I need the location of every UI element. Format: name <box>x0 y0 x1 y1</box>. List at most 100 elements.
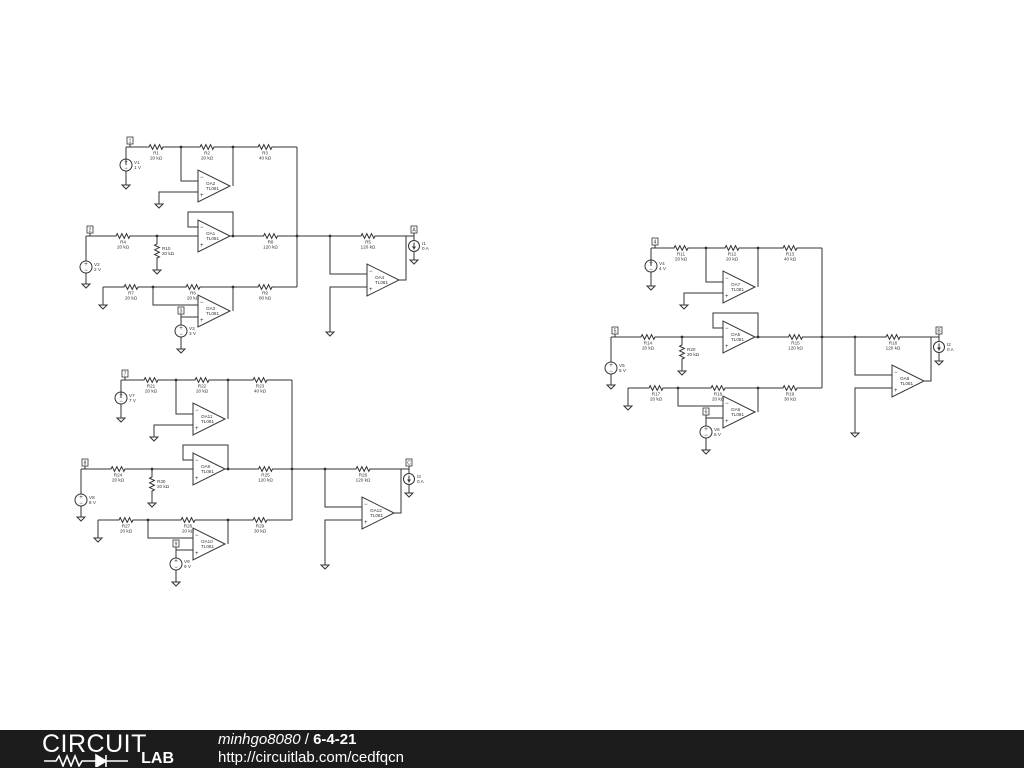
opamp-minus: − <box>200 300 204 306</box>
resistor-zigzag <box>153 236 161 266</box>
circuit-meta: minhgo8080 / 6-4-21 <box>218 731 356 749</box>
ground-symbol <box>645 282 657 291</box>
resistor-name: R26 <box>359 473 368 478</box>
wire <box>683 292 723 301</box>
voltage-source-v7: +−V77 V <box>114 391 137 405</box>
resistor-zigzag <box>228 516 292 524</box>
wire <box>854 337 892 376</box>
ground-triangle <box>849 432 861 438</box>
opamp-plus: + <box>725 344 729 350</box>
resistor-value: 40 kΩ <box>254 389 267 394</box>
source-plus: + <box>84 262 88 268</box>
source-value: 5 V <box>619 368 627 373</box>
node-label-8: 8 <box>81 458 89 469</box>
resistor-zigzag <box>758 384 822 392</box>
ground-triangle <box>75 516 87 522</box>
resistor-name: R27 <box>122 524 131 529</box>
ground-triangle <box>120 184 132 190</box>
ground-symbol <box>92 534 104 543</box>
resistor-value: 20 kΩ <box>196 389 209 394</box>
source-plus: + <box>609 363 613 369</box>
wire <box>394 469 402 514</box>
opamp-plus: + <box>200 318 204 324</box>
meter-arrow-head <box>412 246 416 250</box>
source-name: V8 <box>89 495 95 500</box>
resistor-name: R13 <box>786 252 795 257</box>
resistor-zigzag <box>148 469 156 499</box>
wire <box>175 380 193 415</box>
ground-triangle <box>97 304 109 310</box>
ground-symbol <box>80 280 92 289</box>
resistor-zigzag <box>258 232 283 240</box>
opamp-plus: + <box>725 294 729 300</box>
opamp-name: OA12 <box>370 508 382 513</box>
opamp-model: TL081 <box>201 419 214 424</box>
source-name: V1 <box>134 160 140 165</box>
resistor-zigzag <box>783 333 808 341</box>
circuitlab-logo[interactable]: CIRCUIT LAB <box>42 731 182 767</box>
wire <box>158 191 198 200</box>
resistor-value: 20 kΩ <box>187 296 200 301</box>
logo-text-top: CIRCUIT <box>42 730 147 758</box>
circuit-url[interactable]: http://circuitlab.com/cedfqcn <box>218 749 404 766</box>
opamp-model: TL081 <box>375 280 388 285</box>
footer-bar: CIRCUIT LAB minhgo8080 / 6-4-21 http://c… <box>0 730 1024 768</box>
source-minus: − <box>84 268 88 274</box>
opamp-minus: − <box>195 533 199 539</box>
resistor-zigzag <box>176 376 228 384</box>
resistor-value: 20 kΩ <box>726 257 739 262</box>
wire <box>712 312 759 337</box>
opamp-triangle <box>197 169 232 203</box>
wire <box>324 519 362 561</box>
resistor-name: R17 <box>652 392 661 397</box>
resistor-value: 120 kΩ <box>263 245 278 250</box>
ground-symbol <box>175 345 187 354</box>
node-label-6: 6 <box>702 407 710 418</box>
circuit-title[interactable]: 6-4-21 <box>313 731 357 748</box>
resistor-name: R16 <box>889 341 898 346</box>
resistor-value: 20 kΩ <box>117 245 130 250</box>
ground-symbol <box>678 301 690 310</box>
ground-symbol <box>403 489 415 498</box>
resistor-value: 80 kΩ <box>259 296 272 301</box>
author-link[interactable]: minhgo8080 <box>218 731 301 748</box>
ground-triangle <box>403 492 415 498</box>
opamp-minus: − <box>364 502 368 508</box>
resistor-name: R14 <box>644 341 653 346</box>
resistor-name: R30 <box>157 479 166 484</box>
ground-triangle <box>115 417 127 423</box>
opamp-minus: − <box>195 408 199 414</box>
resistor-name: R18 <box>714 392 723 397</box>
resistor-zigzag <box>228 376 292 384</box>
ground-triangle <box>645 285 657 291</box>
opamp-model: TL081 <box>370 513 383 518</box>
node-text: 5 <box>614 328 617 334</box>
voltage-source-v9: +−V99 V <box>169 557 192 571</box>
wire <box>399 236 407 281</box>
source-minus: − <box>609 369 613 375</box>
source-minus: − <box>649 267 653 273</box>
source-minus: − <box>174 565 178 571</box>
node-text: 3 <box>180 308 183 314</box>
meta-separator: / <box>300 731 314 748</box>
source-plus: + <box>179 326 183 332</box>
junction-dot <box>290 467 294 471</box>
resistor-value: 20 kΩ <box>712 397 725 402</box>
opamp-minus: − <box>725 326 729 332</box>
wire <box>182 444 229 469</box>
ground-symbol <box>146 499 158 508</box>
opamp-minus: − <box>200 175 204 181</box>
